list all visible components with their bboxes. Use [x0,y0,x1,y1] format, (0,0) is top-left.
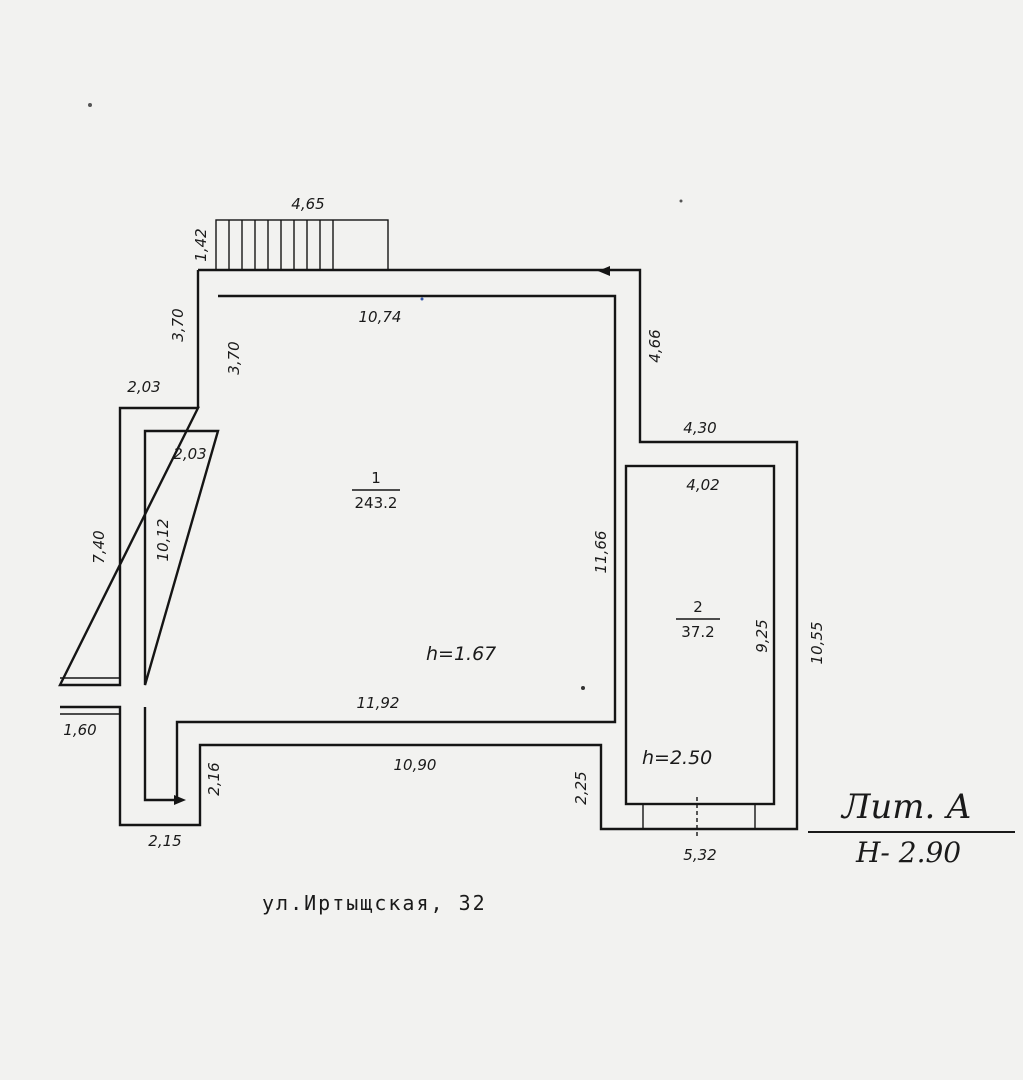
dim-right-upper-outer: 4,66 [646,329,664,362]
dim-step-outer: 2,03 [127,378,160,396]
arrow-icon [598,266,610,276]
lit-label: Лит. А [840,787,972,827]
room-1-inner-wall [143,294,617,802]
dim-room1-right-inner: 11,66 [592,531,610,574]
scan-speck [420,297,424,301]
dim-corridor-width: 2,15 [148,832,181,850]
room-1-height: h=1.67 [426,643,496,665]
address-label: ул.Иртыщская, 32 [262,891,487,915]
scan-speck [581,686,585,690]
lit-height: Н- 2.90 [855,836,961,869]
annex-threshold [642,804,756,829]
room-1-area: 243.2 [355,494,398,512]
dim-entry-width: 1,60 [63,721,96,739]
room-2-area: 37.2 [681,623,714,641]
dim-corridor-height: 2,16 [205,762,223,795]
outer-wall [58,268,799,831]
dim-annex-right-outer: 10,55 [808,622,826,665]
dim-stair-width: 4,65 [291,195,324,213]
dim-annex-bottom: 5,32 [683,846,716,864]
dim-annex-top-inner: 4,02 [686,476,719,494]
room-2-number: 2 [693,598,703,616]
stair [215,219,389,271]
dim-bottom-outer: 10,90 [394,756,437,774]
dim-bottom-inner: 11,92 [357,694,400,712]
dim-annex-top-outer: 4,30 [683,419,716,437]
room-2-inner-wall [624,464,776,806]
dim-left-inner: 10,12 [154,519,172,562]
scan-speck [679,199,683,203]
dim-step-inner: 2,03 [173,445,206,463]
dim-left-outer: 7,40 [90,530,108,563]
dim-left-upper-outer: 3,70 [169,308,187,341]
dim-top-inner: 10,74 [359,308,402,326]
dim-annex-step: 2,25 [572,771,590,804]
room-2-height: h=2.50 [642,747,712,769]
dim-annex-right-inner: 9,25 [753,619,771,652]
dim-left-upper-inner: 3,70 [225,341,243,374]
room-1-number: 1 [371,469,381,487]
scan-speck [88,103,92,107]
dim-stair-depth: 1,42 [192,228,210,261]
